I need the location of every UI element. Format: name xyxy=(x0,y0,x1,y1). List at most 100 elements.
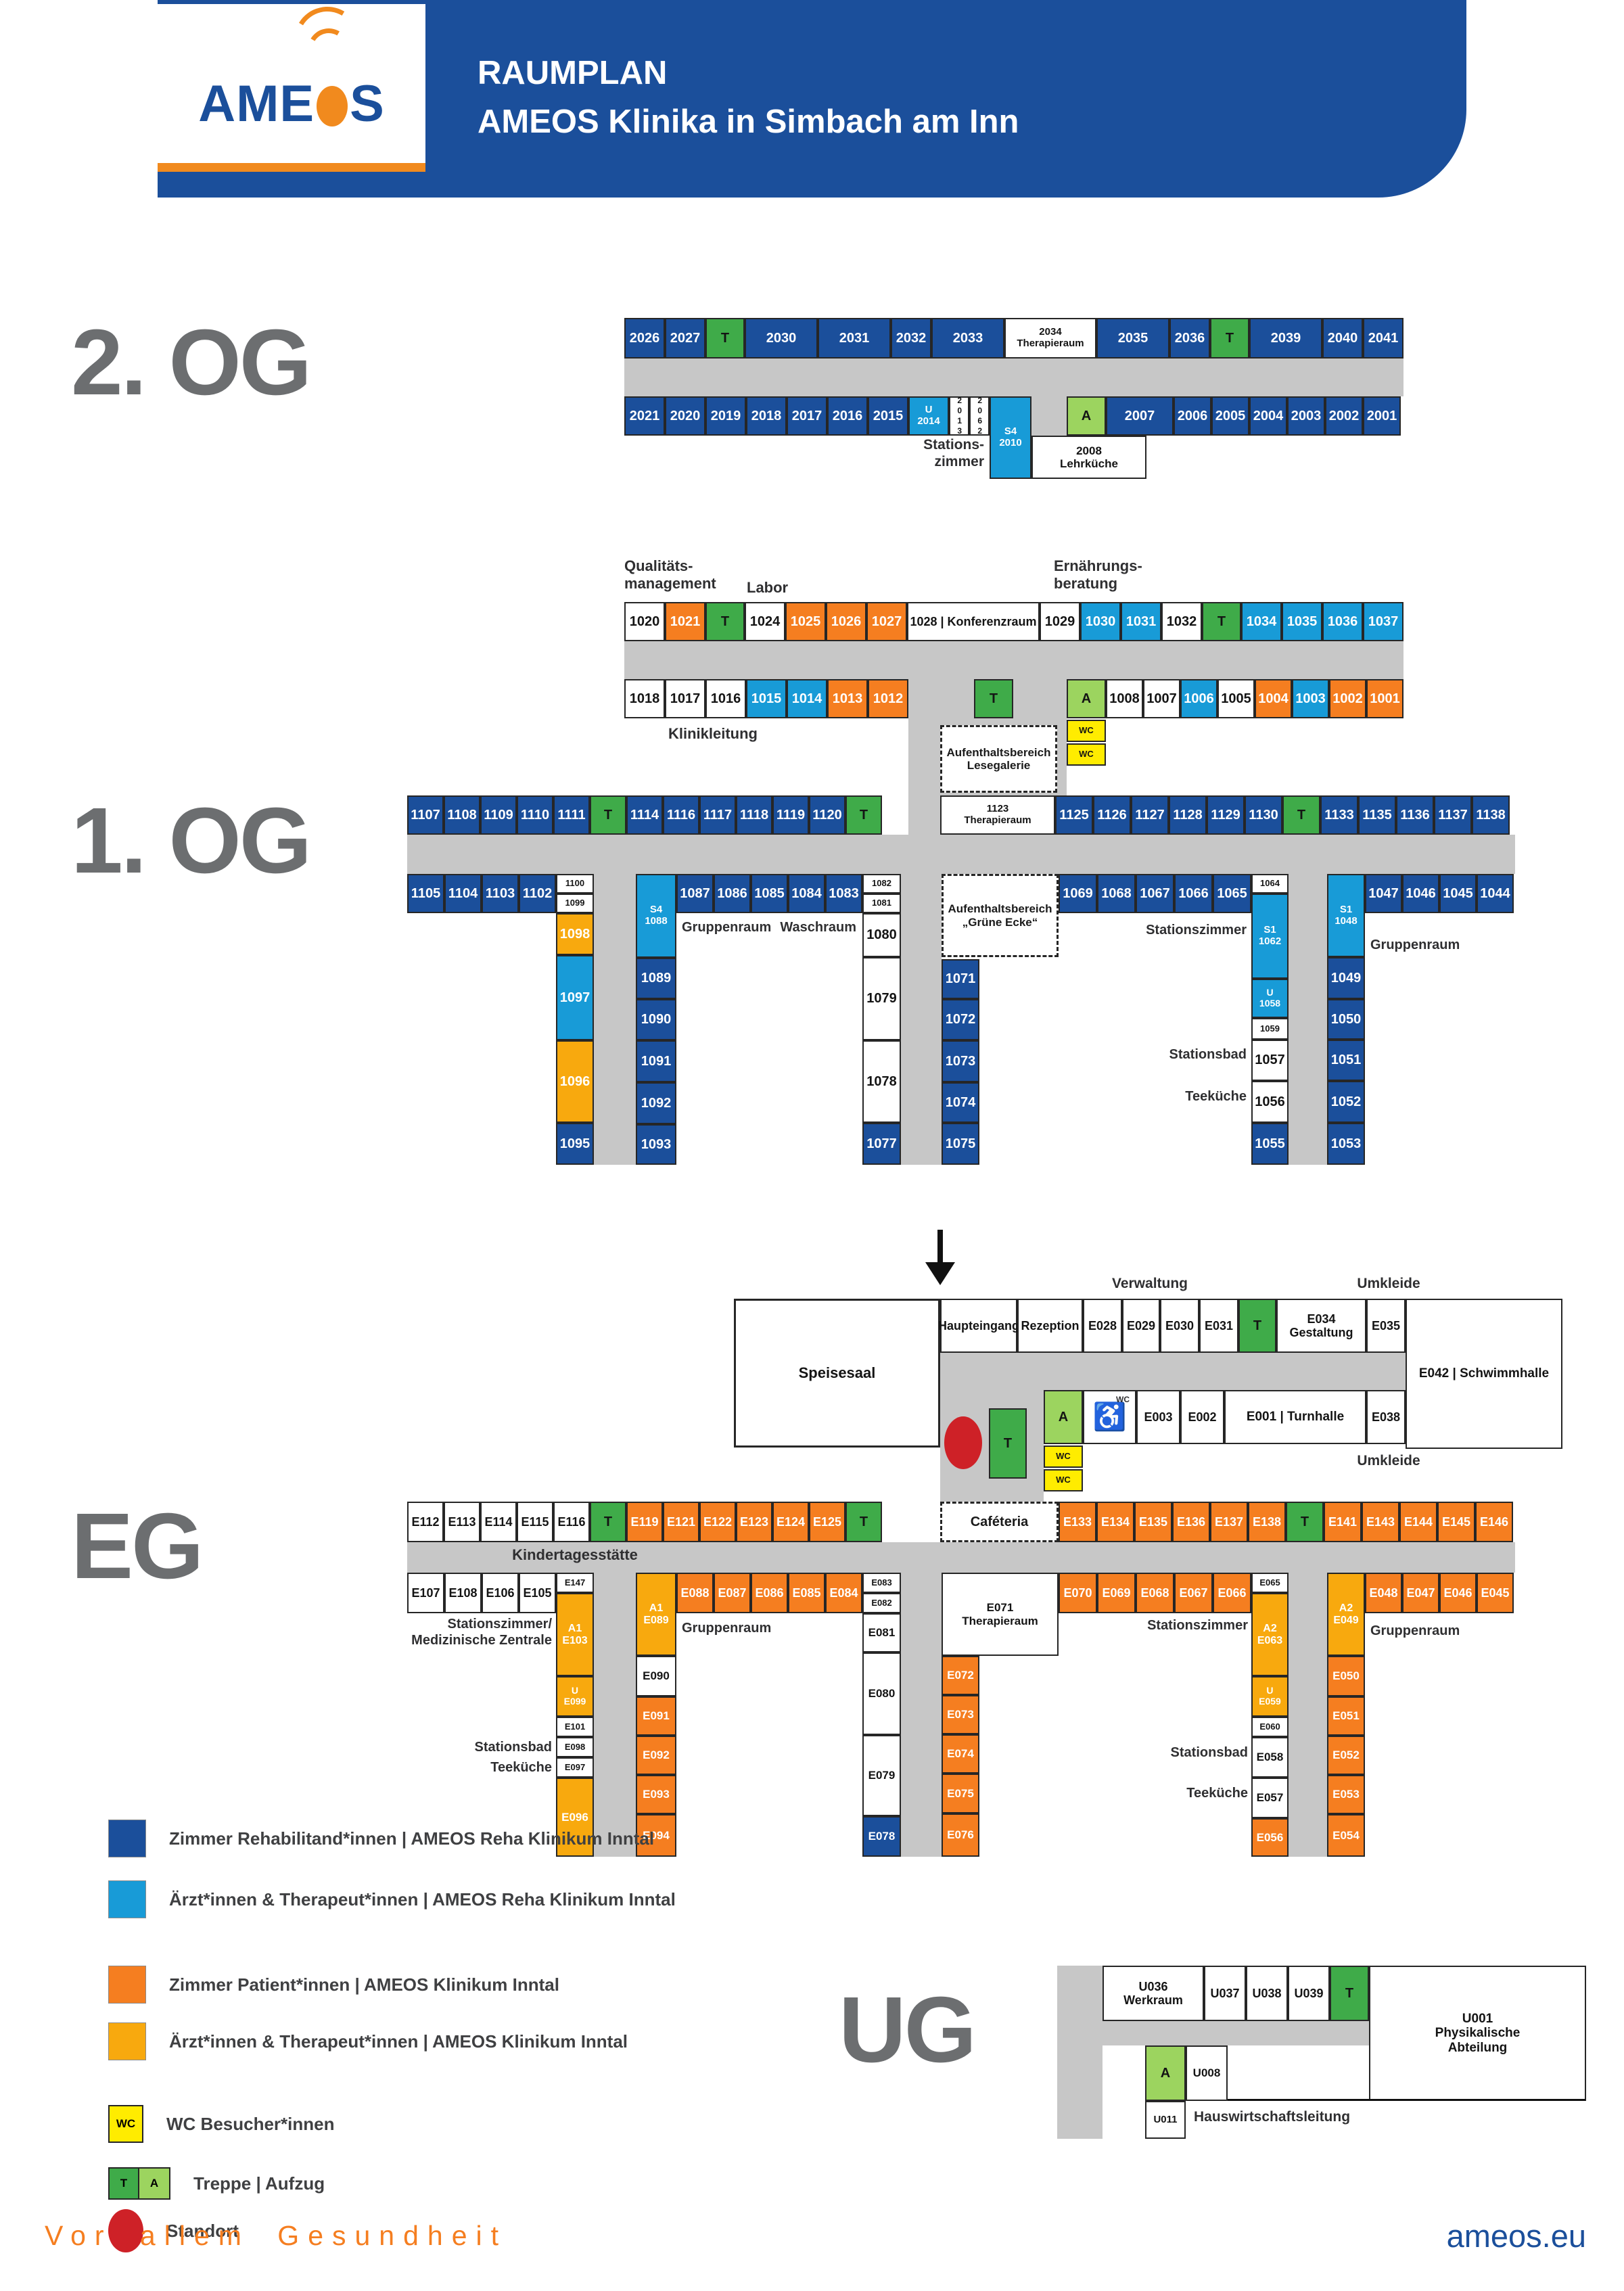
room-e076: E076 xyxy=(942,1813,979,1857)
room-e080: E080 xyxy=(862,1652,901,1735)
room-e090: E090 xyxy=(636,1656,676,1696)
room-1117: 1117 xyxy=(699,795,736,835)
room-e106: E106 xyxy=(482,1573,519,1613)
room-2034-therapieraum: 2034 Therapieraum xyxy=(1004,318,1096,358)
room-1092: 1092 xyxy=(636,1082,676,1124)
room-2002: 2002 xyxy=(1325,396,1363,436)
room-e074: E074 xyxy=(942,1734,979,1774)
room-e137: E137 xyxy=(1210,1502,1248,1542)
room-e094: E094 xyxy=(636,1814,676,1857)
room-e107: E107 xyxy=(407,1573,444,1613)
floor-label-eg: EG xyxy=(71,1494,204,1598)
corridor xyxy=(624,358,1403,396)
room-1037: 1037 xyxy=(1363,602,1403,641)
room-e145: E145 xyxy=(1437,1502,1475,1542)
room-a1-e089: A1 E089 xyxy=(636,1573,676,1656)
room-a2-e063: A2 E063 xyxy=(1251,1593,1289,1676)
room-1128: 1128 xyxy=(1169,795,1207,835)
wc: WC xyxy=(1067,720,1106,742)
room-e133: E133 xyxy=(1059,1502,1096,1542)
room-e030: E030 xyxy=(1160,1299,1199,1353)
room-e085: E085 xyxy=(788,1573,825,1613)
room-e060: E060 xyxy=(1251,1717,1289,1737)
room-e147: E147 xyxy=(556,1573,594,1593)
corridor xyxy=(1057,1966,1103,2139)
label-umkleide: Umkleide xyxy=(1357,1453,1420,1468)
room-e001-turnhalle: E001 | Turnhalle xyxy=(1224,1390,1366,1444)
room-1096: 1096 xyxy=(556,1040,594,1123)
room-e003: E003 xyxy=(1136,1390,1180,1444)
room-1055: 1055 xyxy=(1251,1123,1289,1165)
label-ernaehrungsberatung: Ernährungs- beratung xyxy=(1054,557,1142,592)
room-e078: E078 xyxy=(862,1816,901,1857)
room-1064: 1064 xyxy=(1251,874,1289,894)
corridor xyxy=(624,641,1403,679)
room-e143: E143 xyxy=(1362,1502,1399,1542)
corridor xyxy=(1289,874,1327,1165)
room-e098: E098 xyxy=(556,1737,594,1757)
room-2013: 2013 xyxy=(949,396,969,436)
footer-website: ameos.eu xyxy=(1446,2218,1586,2254)
room-1029: 1029 xyxy=(1040,602,1080,641)
room-1084: 1084 xyxy=(788,874,825,913)
room-u-1058: U 1058 xyxy=(1251,979,1289,1018)
room-1057: 1057 xyxy=(1251,1040,1289,1081)
stairs: T xyxy=(705,602,745,641)
stairs: T xyxy=(989,1408,1027,1479)
room-1053: 1053 xyxy=(1327,1123,1365,1165)
room-1083: 1083 xyxy=(825,874,862,913)
room-e141: E141 xyxy=(1324,1502,1362,1542)
room-e087: E087 xyxy=(714,1573,751,1613)
room-e096: E096 xyxy=(556,1778,594,1857)
room-1111: 1111 xyxy=(553,795,590,835)
room-e029: E029 xyxy=(1122,1299,1160,1353)
corridor xyxy=(407,835,1515,874)
label-verwaltung: Verwaltung xyxy=(1111,1276,1188,1291)
room-2017: 2017 xyxy=(787,396,827,436)
room-1103: 1103 xyxy=(482,874,519,913)
room-1138: 1138 xyxy=(1472,795,1510,835)
room-2004: 2004 xyxy=(1249,396,1287,436)
room-1020: 1020 xyxy=(624,602,665,641)
corridor xyxy=(1103,2021,1369,2045)
room-e091: E091 xyxy=(636,1696,676,1736)
room-1099: 1099 xyxy=(556,894,594,913)
room-1085: 1085 xyxy=(751,874,788,913)
room-e069: E069 xyxy=(1097,1573,1136,1613)
room-e056: E056 xyxy=(1251,1818,1289,1857)
stairs: T xyxy=(1202,602,1241,641)
room-e071-therapieraum: E071 Therapieraum xyxy=(942,1573,1059,1656)
room-e084: E084 xyxy=(825,1573,862,1613)
room-1051: 1051 xyxy=(1327,1040,1365,1081)
room-e042-schwimmhalle: E042 | Schwimmhalle xyxy=(1406,1299,1562,1449)
room-2007: 2007 xyxy=(1106,396,1174,436)
room-2008-lehrkueche: 2008 Lehrküche xyxy=(1031,436,1146,479)
room-1056: 1056 xyxy=(1251,1081,1289,1123)
stairs: T xyxy=(845,795,882,835)
room-1035: 1035 xyxy=(1282,602,1322,641)
label-teekueche: Teeküche xyxy=(490,1760,552,1775)
room-1130: 1130 xyxy=(1245,795,1282,835)
label-klinikleitung: Klinikleitung xyxy=(668,725,758,742)
room-1129: 1129 xyxy=(1207,795,1245,835)
room-u-2014: U 2014 xyxy=(908,396,949,436)
room-e136: E136 xyxy=(1172,1502,1210,1542)
room-e028: E028 xyxy=(1083,1299,1122,1353)
wc: WC xyxy=(1044,1469,1083,1491)
label-qualitaetsmanagement: Qualitäts- management xyxy=(624,557,716,592)
room-1027: 1027 xyxy=(866,602,907,641)
stairs: T xyxy=(590,1502,626,1542)
stairs: T xyxy=(1286,1502,1324,1542)
room-u001-physikalische-abteilung: U001 Physikalische Abteilung xyxy=(1369,1966,1586,2101)
room-1004: 1004 xyxy=(1255,679,1292,718)
corridor xyxy=(901,1573,942,1857)
label-stationsbad: Stationsbad xyxy=(1170,1745,1248,1760)
room-1006: 1006 xyxy=(1180,679,1217,718)
room-1071: 1071 xyxy=(942,959,979,999)
stairs: T xyxy=(1330,1966,1369,2021)
room-1030: 1030 xyxy=(1080,602,1121,641)
room-1087: 1087 xyxy=(676,874,714,913)
room-1031: 1031 xyxy=(1121,602,1161,641)
haupteingang: Haupteingang xyxy=(938,1299,1019,1353)
room-1116: 1116 xyxy=(663,795,699,835)
